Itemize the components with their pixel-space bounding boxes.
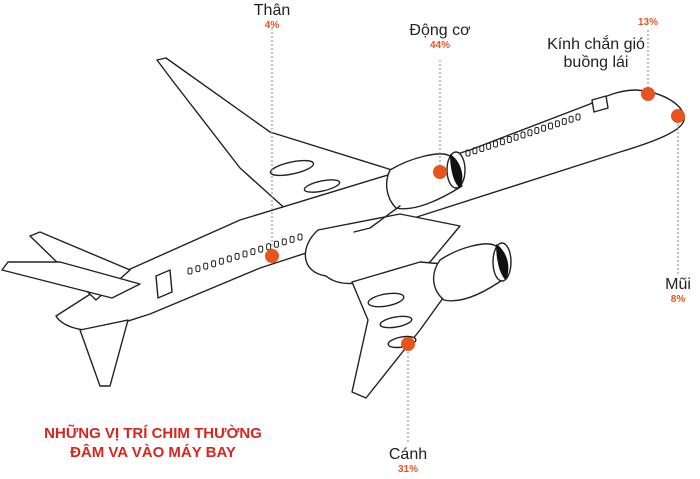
marker-kinh [641,87,655,101]
window [226,255,232,263]
fuselage-door [155,269,173,299]
window [541,124,547,132]
label-dongco: Động cơ 44% [400,22,480,52]
window [195,265,201,273]
label-than-name: Thân [253,2,291,19]
label-kinh-pct: 13% [637,17,658,28]
label-canh-pct: 31% [397,464,418,475]
diagram-title: NHỮNG VỊ TRÍ CHIM THƯỜNG ĐÂM VA VÀO MÁY … [12,424,294,462]
upper-wing-fairing [303,179,341,193]
label-kinh-line1: Kính chắn gió [547,36,645,53]
window [218,257,224,265]
window-row-rear [187,233,303,275]
label-than: Thân 4% [252,2,292,32]
horizontal-stabilizer-lower [79,319,129,387]
marker-mui [671,109,685,123]
window [493,140,498,148]
engine-lower-fan [496,244,509,280]
vertical-fin [1,261,141,299]
window [554,120,560,128]
window [548,122,553,130]
label-mui-pct: 8% [670,294,686,305]
diagram-title-line1: NHỮNG VỊ TRÍ CHIM THƯỜNG [44,425,262,442]
window [506,136,512,143]
marker-than [265,249,279,263]
window [534,127,540,134]
label-mui: Mũi 8% [658,276,698,306]
window [234,252,240,260]
engine-upper-pylon [353,205,401,233]
label-kinh-pct-wrap: 13% [628,17,668,29]
marker-canh [401,337,415,351]
marker-dongco [433,165,447,179]
label-canh-name: Cánh [388,446,428,463]
window [242,250,248,258]
window [250,248,256,256]
label-than-pct: 4% [264,20,280,31]
window [520,131,526,139]
engine-lower [433,243,509,302]
cockpit-window [591,95,609,113]
window [211,260,217,268]
window [273,240,279,248]
window [561,118,567,125]
label-canh: Cánh 31% [378,446,438,476]
window [289,235,295,243]
window [499,138,505,146]
window [187,267,193,275]
upper-wing-fairing [269,159,315,177]
window [575,113,581,121]
lower-wing-fairing [379,315,413,329]
diagram-title-line2: ĐÂM VA VÀO MÁY BAY [70,444,236,461]
window [472,147,478,155]
window [486,142,492,150]
window [479,145,485,152]
label-dongco-pct: 44% [429,40,450,51]
window-row-front [465,113,581,157]
lower-wing-fairing [367,292,405,308]
window [297,233,303,241]
engine-upper-fan [450,154,463,188]
window [266,243,272,251]
window [527,129,533,137]
label-dongco-name: Động cơ [409,22,471,39]
label-kinh: Kính chắn gió buồng lái [546,36,646,72]
window [513,133,519,141]
window [568,115,574,123]
label-mui-name: Mũi [665,276,691,293]
window [203,262,209,270]
window [258,245,264,253]
window [281,238,287,246]
label-kinh-line2: buồng lái [563,54,629,71]
window [465,149,471,157]
